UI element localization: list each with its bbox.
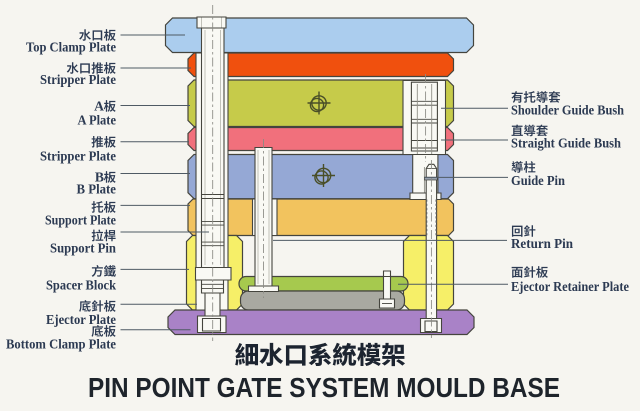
svg-text:Bottom Clamp Plate: Bottom Clamp Plate xyxy=(6,337,116,352)
svg-text:Top Clamp Plate: Top Clamp Plate xyxy=(26,40,116,55)
svg-text:Straight Guide Bush: Straight Guide Bush xyxy=(511,136,621,151)
svg-text:B: B xyxy=(95,170,104,185)
svg-text:Spacer Block: Spacer Block xyxy=(46,278,116,293)
svg-text:Shoulder Guide Bush: Shoulder Guide Bush xyxy=(511,103,624,118)
svg-text:Guide Pin: Guide Pin xyxy=(511,173,565,188)
svg-text:Ejector Retainer Plate: Ejector Retainer Plate xyxy=(511,279,629,294)
svg-text:B Plate: B Plate xyxy=(77,182,117,197)
svg-text:PIN POINT GATE SYSTEM MOULD BA: PIN POINT GATE SYSTEM MOULD BASE xyxy=(88,372,560,403)
svg-text:Support Plate: Support Plate xyxy=(45,213,116,228)
svg-text:Support Pin: Support Pin xyxy=(50,241,116,256)
svg-text:Return Pin: Return Pin xyxy=(511,236,573,251)
svg-text:Stripper Plate: Stripper Plate xyxy=(40,72,116,87)
svg-text:Stripper Plate: Stripper Plate xyxy=(40,149,116,164)
svg-text:A Plate: A Plate xyxy=(78,113,117,128)
svg-text:Ejector Plate: Ejector Plate xyxy=(46,312,116,327)
svg-text:A: A xyxy=(94,99,104,114)
